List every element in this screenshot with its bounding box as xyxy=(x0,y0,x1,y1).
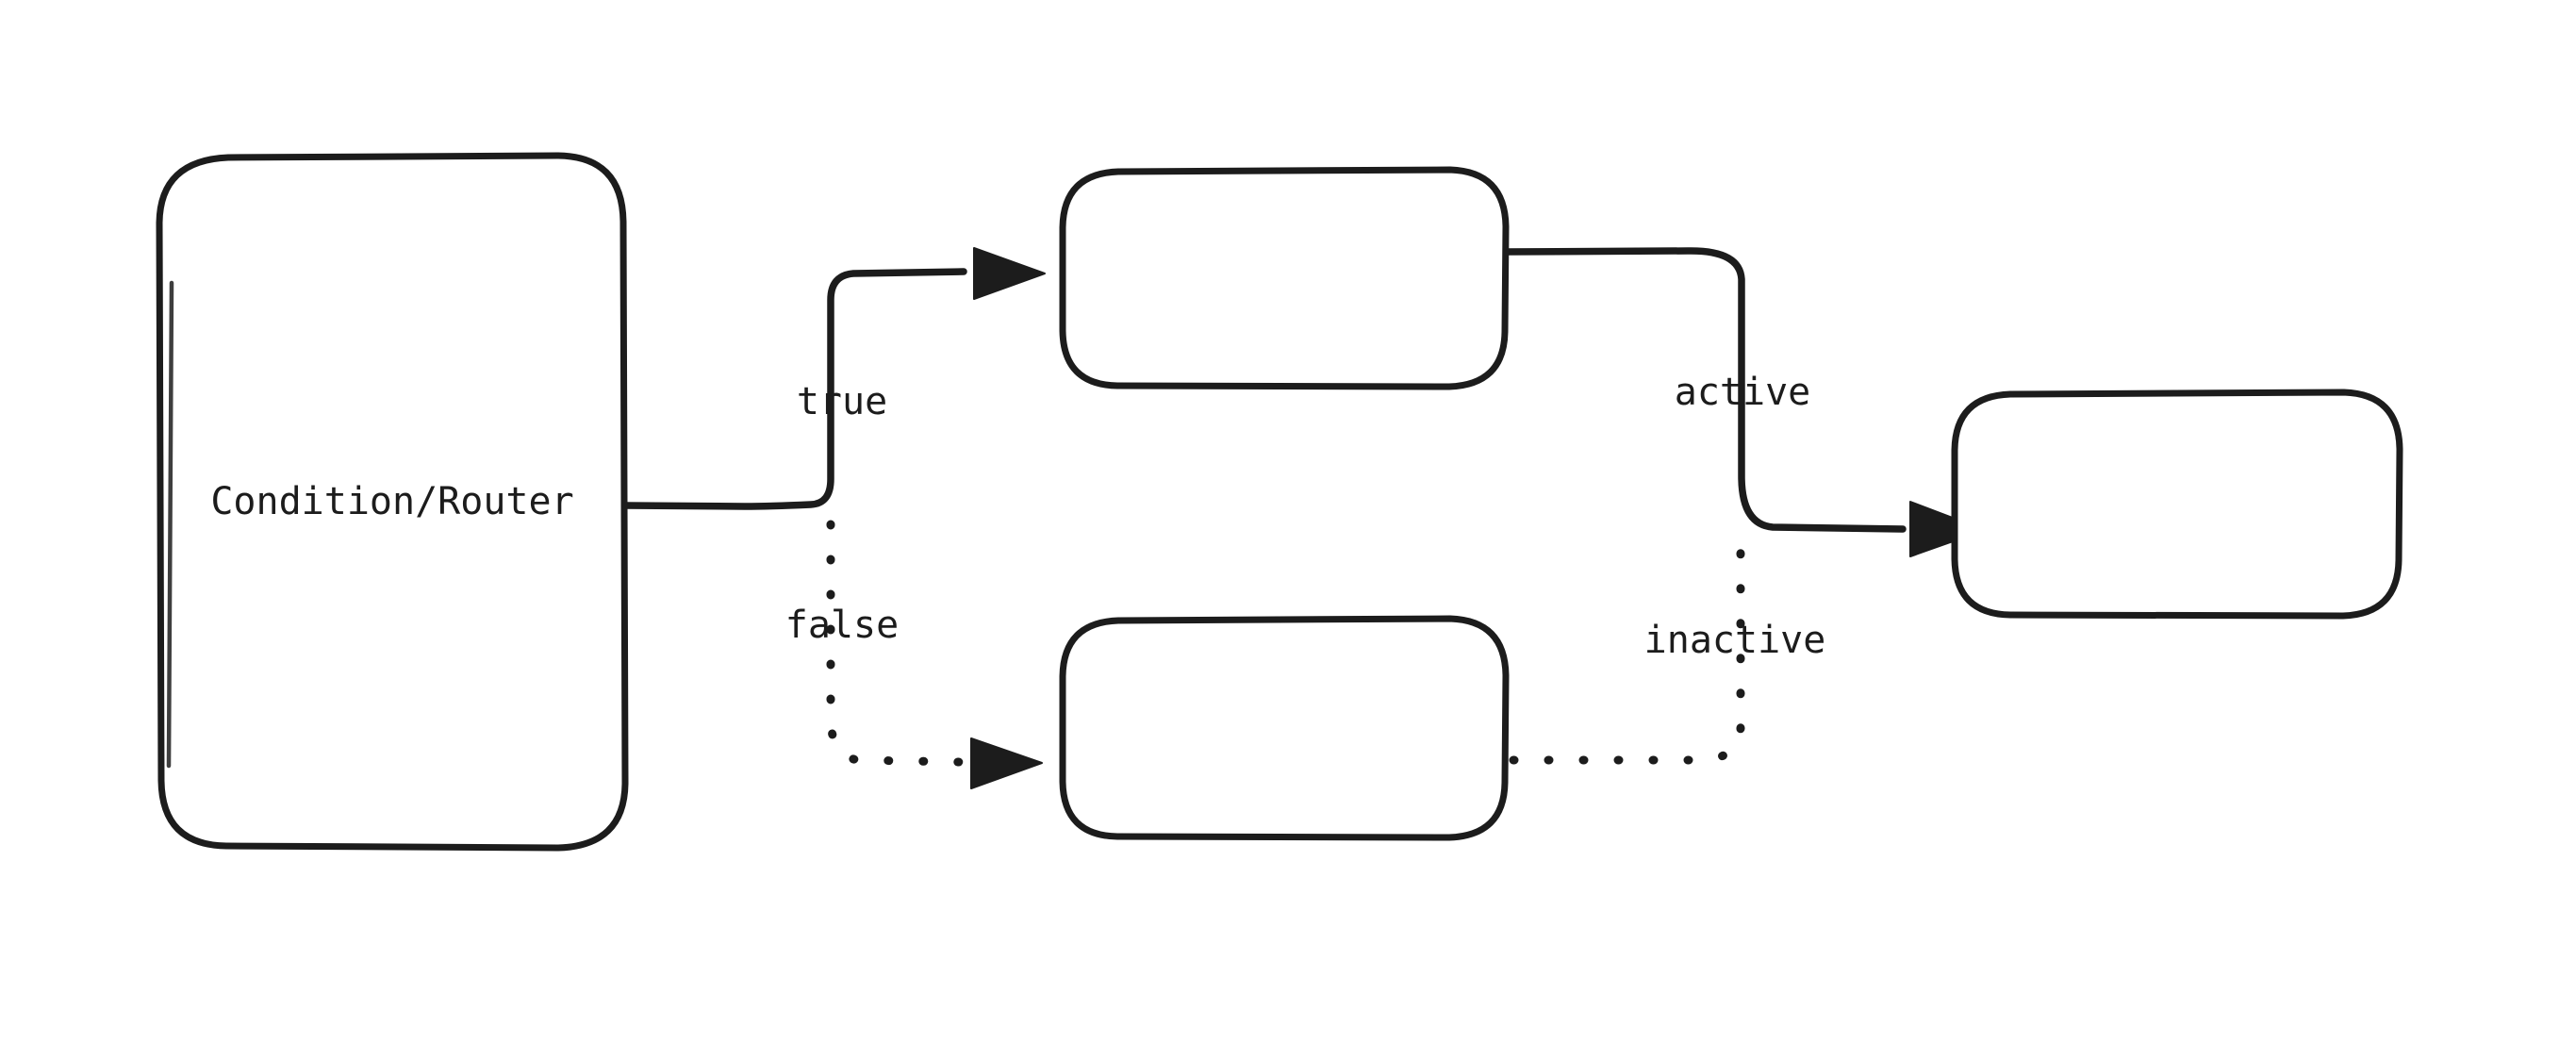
edge-inactive-label: inactive xyxy=(1644,619,1826,662)
edge-active-arrowhead xyxy=(1909,501,1986,557)
edge-true[interactable]: true xyxy=(621,247,1046,510)
node-condition-router-label: Condition/Router xyxy=(210,480,573,523)
edge-inactive[interactable]: inactive xyxy=(1509,547,1826,765)
node-condition-router-shape xyxy=(156,152,629,852)
node-merge[interactable] xyxy=(1951,389,2403,620)
edge-false[interactable]: false xyxy=(785,520,1043,789)
node-false-branch-shape xyxy=(1059,615,1510,841)
edge-inactive-path xyxy=(1509,547,1745,765)
edge-true-path xyxy=(621,268,967,510)
edge-true-arrowhead xyxy=(973,247,1046,300)
node-condition-router[interactable]: Condition/Router xyxy=(156,152,629,852)
edge-active[interactable]: active xyxy=(1504,247,1986,557)
edge-active-label: active xyxy=(1675,371,1811,414)
node-true-branch-shape xyxy=(1059,166,1510,390)
node-false-branch[interactable] xyxy=(1059,615,1510,841)
edge-false-label: false xyxy=(785,604,899,647)
edge-active-path xyxy=(1504,247,1907,533)
node-true-branch[interactable] xyxy=(1059,166,1510,390)
edge-true-label: true xyxy=(797,380,887,423)
edge-false-arrowhead xyxy=(970,737,1043,789)
node-condition-router-sketch-stroke xyxy=(166,280,174,769)
node-merge-shape xyxy=(1951,389,2403,620)
